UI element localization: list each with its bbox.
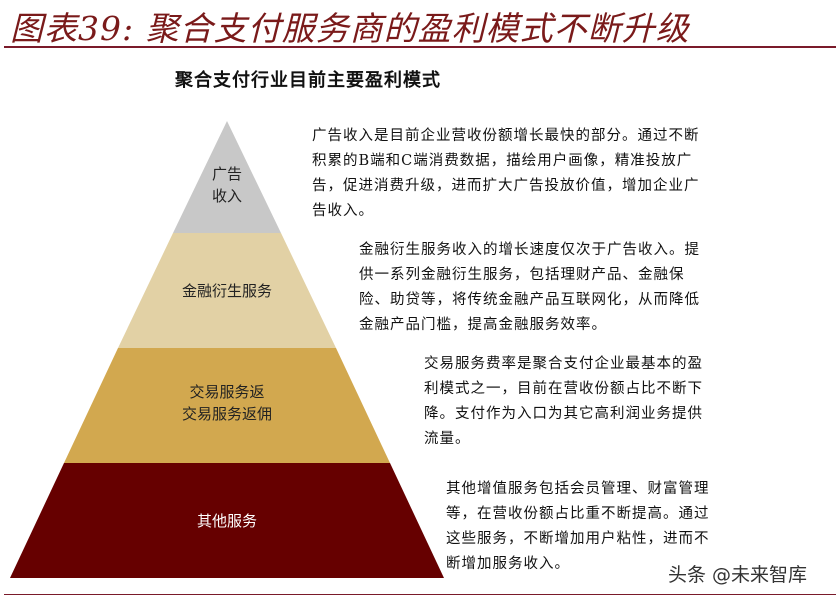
bottom-divider bbox=[4, 594, 836, 595]
description-line: 告收入。 bbox=[312, 203, 374, 219]
description-line: 积累的B端和C端消费数据，描绘用户画像，精准投放广 bbox=[312, 153, 693, 169]
layer-label-line: 交易服务返佣 bbox=[181, 405, 272, 423]
description-line: 降。支付作为入口为其它高利润业务提供 bbox=[424, 406, 703, 422]
pyramid-layer-financial-services bbox=[118, 233, 336, 348]
layer-label-transaction-commission: 交易服务返 交易服务返佣 bbox=[137, 381, 317, 425]
description-line: 金融衍生服务收入的增长速度仅次于广告收入。提 bbox=[359, 242, 700, 258]
layer-label-line: 其他服务 bbox=[196, 512, 257, 530]
description-line: 这些服务，不断增加用户粘性，进而不 bbox=[446, 531, 710, 547]
diagram-subtitle: 聚合支付行业目前主要盈利模式 bbox=[175, 70, 441, 91]
description-line: 告，促进消费升级，进而扩大广告投放价值，增加企业广 bbox=[312, 178, 700, 194]
layer-label-line: 收入 bbox=[211, 187, 242, 205]
figure-title: 图表39: 聚合支付服务商的盈利模式不断升级 bbox=[10, 9, 690, 48]
description-other-services: 其他增值服务包括会员管理、财富管理 等，在营收份额占比重不断提高。通过 这些服务… bbox=[446, 477, 710, 577]
layer-label-ad-revenue: 广告 收入 bbox=[187, 163, 267, 207]
pyramid-layer-other-services bbox=[10, 463, 444, 578]
description-line: 流量。 bbox=[424, 431, 471, 447]
description-line: 交易服务费率是聚合支付企业最基本的盈 bbox=[424, 356, 703, 372]
layer-label-line: 广告 bbox=[211, 165, 242, 183]
description-line: 广告收入是目前企业营收份额增长最快的部分。通过不断 bbox=[312, 128, 700, 144]
description-line: 断增加服务收入。 bbox=[446, 556, 570, 572]
description-line: 其他增值服务包括会员管理、财富管理 bbox=[446, 481, 710, 497]
description-line: 利模式之一，目前在营收份额占比不断下 bbox=[424, 381, 703, 397]
description-financial-services: 金融衍生服务收入的增长速度仅次于广告收入。提 供一系列金融衍生服务，包括理财产品… bbox=[359, 238, 700, 338]
description-ad-revenue: 广告收入是目前企业营收份额增长最快的部分。通过不断 积累的B端和C端消费数据，描… bbox=[312, 124, 700, 224]
layer-label-financial-services: 金融衍生服务 bbox=[147, 280, 307, 302]
description-transaction-commission: 交易服务费率是聚合支付企业最基本的盈 利模式之一，目前在营收份额占比不断下 降。… bbox=[424, 352, 703, 452]
watermark: 头条 @未来智库 bbox=[668, 564, 808, 586]
description-line: 险、助贷等，将传统金融产品互联网化，从而降低 bbox=[359, 292, 700, 308]
description-line: 等，在营收份额占比重不断提高。通过 bbox=[446, 506, 710, 522]
pyramid-layer-ad-revenue bbox=[173, 121, 281, 233]
layer-label-line: 金融衍生服务 bbox=[181, 282, 272, 300]
description-line: 金融产品门槛，提高金融服务效率。 bbox=[359, 317, 607, 333]
layer-label-line: 交易服务返 bbox=[189, 383, 265, 401]
title-divider bbox=[4, 46, 836, 48]
pyramid-layer-transaction-commission bbox=[64, 348, 390, 463]
layer-label-other-services: 其他服务 bbox=[147, 510, 307, 532]
description-line: 供一系列金融衍生服务，包括理财产品、金融保 bbox=[359, 267, 685, 283]
